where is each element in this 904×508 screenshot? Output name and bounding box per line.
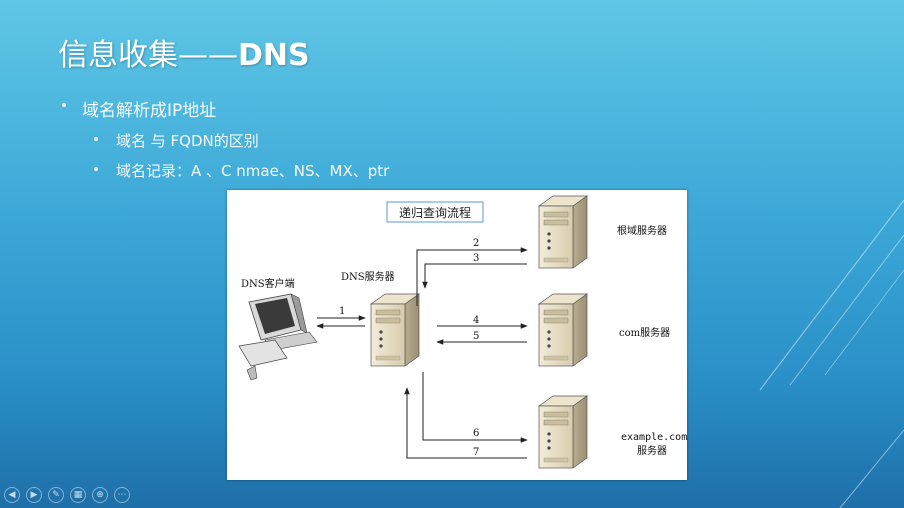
- arrow-label-4: 4: [473, 315, 479, 326]
- prev-icon[interactable]: ◀: [4, 487, 20, 503]
- bullet-text: 域名 与 FQDN的区别: [116, 132, 259, 150]
- pen-icon[interactable]: ✎: [48, 487, 64, 503]
- example-server-icon: [538, 395, 588, 469]
- bullet-dot: [94, 167, 98, 171]
- dns-recursive-query-diagram: 递归查询流程 DNS客户端 DNS服务器 根域服务器 com服务器 exampl…: [227, 190, 687, 480]
- arrow-6: [422, 372, 528, 443]
- page-title: 信息收集——DNS: [58, 38, 310, 73]
- diagram-canvas: 递归查询流程 DNS客户端 DNS服务器 根域服务器 com服务器 exampl…: [238, 195, 687, 469]
- com-server-label: com服务器: [619, 326, 670, 339]
- slideshow-controls: ◀ ▶ ✎ ▦ ⊕ ⋯: [4, 487, 130, 505]
- next-icon[interactable]: ▶: [26, 487, 42, 503]
- bullet-text: 域名记录：A 、C nmae、NS、MX、ptr: [116, 162, 390, 180]
- example-server-label-line2: 服务器: [637, 444, 667, 457]
- arrow-label-6: 6: [473, 428, 479, 439]
- dns-server-label: DNS服务器: [341, 270, 395, 283]
- com-server-icon: [538, 293, 588, 367]
- caption-box: [386, 201, 484, 223]
- root-server-label: 根域服务器: [617, 224, 667, 237]
- arrow-3: [422, 263, 527, 289]
- bullet-text: 域名解析成IP地址: [82, 101, 217, 121]
- more-icon[interactable]: ⋯: [114, 487, 130, 503]
- example-server-label-line1: example.com: [621, 432, 687, 443]
- bullet-dot: [62, 103, 66, 107]
- arrow-label-2: 2: [473, 238, 479, 249]
- client-computer-icon: [238, 293, 318, 381]
- arrow-2: [416, 247, 528, 306]
- bullet-dot: [94, 137, 98, 141]
- arrow-label-3: 3: [473, 253, 479, 264]
- arrow-label-1: 1: [339, 306, 345, 317]
- dns-server-icon: [370, 293, 420, 367]
- zoom-icon[interactable]: ⊕: [92, 487, 108, 503]
- root-server-icon: [538, 195, 588, 269]
- client-label: DNS客户端: [241, 277, 295, 290]
- arrow-label-7: 7: [473, 447, 479, 458]
- caption-text: 递归查询流程: [399, 205, 471, 220]
- slides-icon[interactable]: ▦: [70, 487, 86, 503]
- arrow-7: [404, 387, 527, 459]
- arrow-label-5: 5: [473, 331, 479, 342]
